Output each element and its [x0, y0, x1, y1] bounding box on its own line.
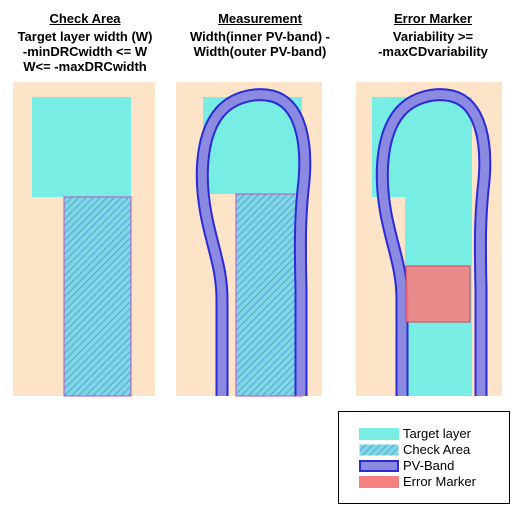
check-area-line-1: Target layer width (W): [17, 29, 153, 44]
check-area-shape: [63, 196, 132, 397]
check-area-line-2: -minDRCwidth <= W: [22, 44, 148, 59]
check-area-swatch: [359, 444, 399, 456]
pv-band-shape: [377, 90, 490, 396]
legend-label: Error Marker: [403, 474, 476, 489]
check-area-line-3: W<= -maxDRCwidth: [23, 59, 147, 74]
panel-check-area: [13, 82, 155, 397]
measurement-line-2: Width(outer PV-band): [193, 44, 327, 59]
measurement-line-1: Width(inner PV-band) -: [190, 29, 330, 44]
target-layer-shape: [32, 97, 131, 197]
pv-band-shape: [197, 90, 310, 396]
legend-item-pv-band: PV-Band: [359, 459, 454, 473]
error-marker-swatch: [359, 476, 399, 488]
legend-label: PV-Band: [403, 458, 455, 473]
target-layer-swatch: [359, 428, 399, 440]
legend-label: Check Area: [403, 442, 471, 457]
check-area-shape: [235, 193, 303, 397]
check-area-title: Check Area: [49, 11, 121, 26]
error-marker-shape: [405, 265, 471, 323]
measurement-title: Measurement: [218, 11, 302, 26]
measurement-header: Measurement Width(inner PV-band) - Width…: [172, 11, 348, 59]
legend-item-target-layer: Target layer: [359, 427, 471, 441]
legend-label: Target layer: [403, 426, 471, 441]
panel-error-marker: [356, 82, 502, 396]
error-marker-title: Error Marker: [393, 11, 473, 26]
legend: Target layer Check Area PV-Band Error Ma…: [338, 411, 510, 504]
check-area-header: Check Area Target layer width (W) -minDR…: [0, 11, 170, 74]
error-marker-header: Error Marker Variability >= -maxCDvariab…: [350, 11, 516, 59]
error-marker-line-1: Variability >=: [392, 29, 474, 44]
pv-band-swatch: [359, 460, 399, 472]
legend-item-error-marker: Error Marker: [359, 475, 476, 489]
legend-item-check-area: Check Area: [359, 443, 470, 457]
error-marker-line-2: -maxCDvariability: [378, 44, 488, 59]
panel-measurement: [176, 82, 322, 397]
